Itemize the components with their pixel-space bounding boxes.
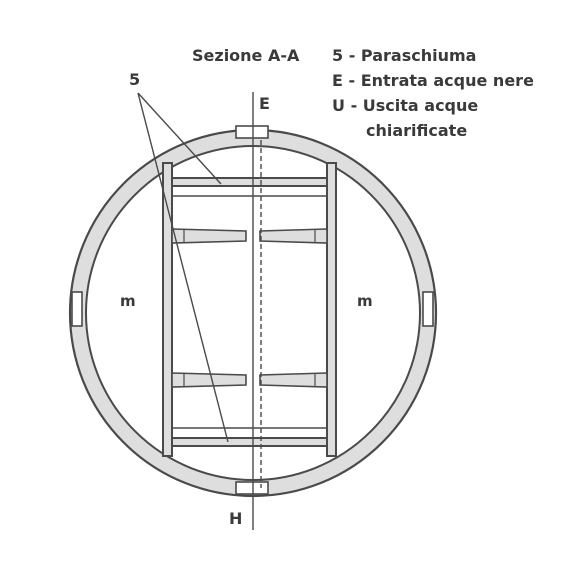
ring-notch-left xyxy=(71,291,83,327)
legend-item-u-cont: chiarificate xyxy=(366,121,468,140)
left-chamber-label: m xyxy=(120,292,136,310)
inlet-label: E xyxy=(259,94,270,113)
section-title: Sezione A-A xyxy=(192,46,300,65)
right-chamber-label: m xyxy=(357,292,373,310)
legend-item-e: E - Entrata acque nere xyxy=(332,71,534,90)
legend-item-u: U - Uscita acque xyxy=(332,96,479,115)
callout-5-leader-2 xyxy=(137,92,229,443)
scum-baffle-bottom-right xyxy=(259,372,328,388)
callout-5-label: 5 xyxy=(129,70,141,89)
ring-notch-right xyxy=(422,291,434,327)
callout-5-leader-1 xyxy=(137,92,222,185)
ring-notch-top xyxy=(235,125,269,139)
top-cross-plate xyxy=(170,177,329,187)
scum-baffle-top-right xyxy=(259,228,328,244)
bottom-cross-plate xyxy=(170,437,329,447)
outlet-label: H xyxy=(229,509,243,528)
right-baffle-wall xyxy=(326,162,337,457)
scum-baffle-bottom-left xyxy=(171,372,247,388)
left-baffle-wall xyxy=(162,162,173,457)
scum-baffle-top-left xyxy=(171,228,247,244)
legend-item-5: 5 - Paraschiuma xyxy=(332,46,477,65)
ring-notch-bottom xyxy=(235,481,269,495)
